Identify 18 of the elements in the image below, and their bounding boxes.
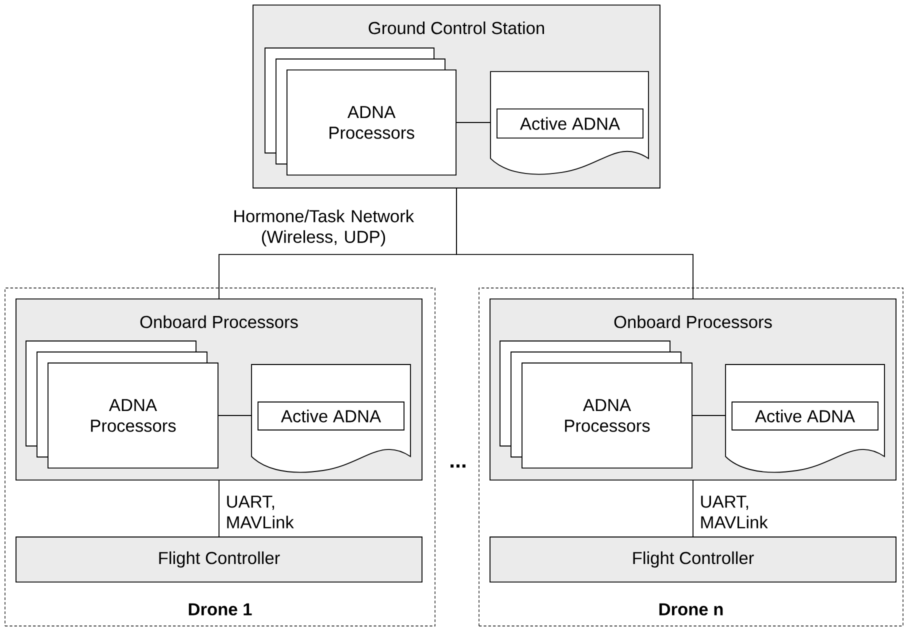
connector-line	[218, 480, 220, 537]
label-box: Active ADNA	[496, 108, 644, 138]
connector-line	[692, 480, 694, 537]
stacked-processor-boxes: ADNA Processors	[500, 340, 692, 468]
controller-bar: Flight Controller	[490, 536, 896, 582]
connector-line	[456, 122, 491, 123]
connector-line	[692, 415, 726, 416]
edge-label: Hormone/Task Network (Wireless, UDP)	[234, 210, 414, 246]
edge-label: UART, MAVLink	[701, 496, 768, 528]
controller-bar: Flight Controller	[16, 536, 422, 582]
label-box: Active ADNA	[732, 402, 878, 430]
label-box: Active ADNA	[258, 402, 404, 430]
edge-label: UART, MAVLink	[227, 496, 294, 528]
stacked-processor-boxes: ADNA Processors	[264, 48, 456, 176]
stacked-processor-boxes: ADNA Processors	[26, 340, 218, 468]
connector-line	[218, 415, 252, 416]
ellipsis: ...	[450, 464, 466, 468]
connector-line	[456, 188, 694, 299]
